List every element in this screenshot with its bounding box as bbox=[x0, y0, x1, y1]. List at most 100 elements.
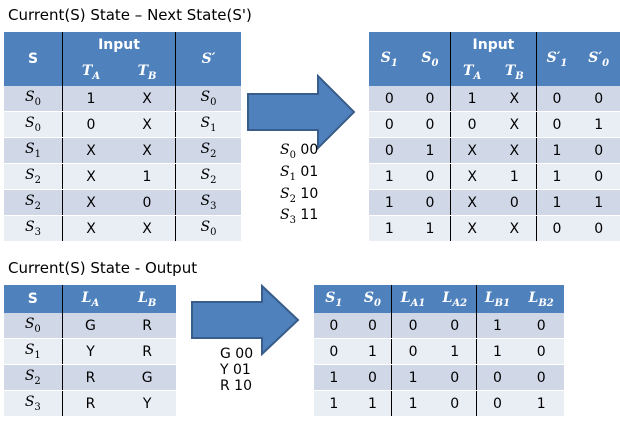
cell-lb1: 0 bbox=[475, 364, 519, 391]
header-tb: TB bbox=[492, 58, 537, 86]
cell-s1-next: 0 bbox=[535, 86, 578, 112]
cell-lb1: 0 bbox=[475, 390, 519, 417]
cell-la1: 1 bbox=[391, 390, 434, 417]
header-s1-next: S′1 bbox=[535, 32, 578, 86]
cell-s0: 1 bbox=[353, 390, 392, 417]
cell-s0: 1 bbox=[353, 338, 392, 365]
cell-s1: 0 bbox=[369, 111, 410, 138]
cell-s1-next: 0 bbox=[535, 111, 578, 138]
cell-lb1: 1 bbox=[475, 313, 519, 339]
section1-title: Current(S) State – Next State(S') bbox=[8, 6, 252, 24]
cell-lb: Y bbox=[118, 390, 176, 417]
cell-tb: X bbox=[492, 137, 537, 164]
cell-s1: 1 bbox=[314, 390, 354, 417]
header-lb1: LB1 bbox=[475, 285, 519, 313]
cell-current-state: S1 bbox=[4, 137, 63, 164]
encoding-row: S1 01 bbox=[280, 163, 319, 183]
header-s0: S0 bbox=[409, 32, 451, 86]
cell-la1: 0 bbox=[391, 338, 434, 365]
header-s0-next: S′0 bbox=[577, 32, 620, 86]
cell-s1: 0 bbox=[369, 137, 410, 164]
header-ta: TA bbox=[62, 58, 119, 86]
cell-ta: X bbox=[450, 215, 493, 242]
cell-lb: R bbox=[118, 338, 176, 365]
cell-lb2: 0 bbox=[518, 338, 564, 365]
header-input: Input bbox=[62, 32, 176, 58]
header-tb: TB bbox=[119, 58, 176, 86]
cell-s0-next: 0 bbox=[577, 137, 620, 164]
cell-next-state: S3 bbox=[175, 189, 241, 216]
cell-s1: 0 bbox=[314, 338, 354, 365]
header-la1: LA1 bbox=[391, 285, 434, 313]
cell-s1-next: 1 bbox=[535, 189, 578, 216]
cell-lb2: 0 bbox=[518, 313, 564, 339]
cell-la2: 0 bbox=[433, 364, 477, 391]
cell-tb: X bbox=[492, 86, 537, 112]
cell-tb: X bbox=[119, 137, 176, 164]
right-arrow-icon bbox=[247, 73, 356, 151]
cell-la2: 1 bbox=[433, 338, 477, 365]
cell-next-state: S2 bbox=[175, 163, 241, 190]
cell-current-state: S0 bbox=[4, 111, 63, 138]
cell-la: G bbox=[61, 313, 119, 339]
cell-current-state: S2 bbox=[4, 189, 63, 216]
cell-s0: 0 bbox=[353, 313, 392, 339]
cell-s0-next: 1 bbox=[577, 189, 620, 216]
cell-tb: 0 bbox=[492, 189, 537, 216]
cell-s0-next: 1 bbox=[577, 111, 620, 138]
cell-current-state: S0 bbox=[4, 86, 63, 112]
cell-ta: X bbox=[450, 189, 493, 216]
cell-lb2: 1 bbox=[518, 390, 564, 417]
cell-s1-next: 1 bbox=[535, 137, 578, 164]
cell-la1: 1 bbox=[391, 364, 434, 391]
cell-s1: 0 bbox=[314, 313, 354, 339]
encoding-row: S3 11 bbox=[280, 207, 319, 227]
cell-tb: 0 bbox=[119, 189, 176, 216]
cell-state: S0 bbox=[4, 313, 63, 339]
cell-state: S1 bbox=[4, 338, 63, 365]
cell-ta: 0 bbox=[450, 111, 493, 138]
header-s1: S1 bbox=[314, 285, 354, 313]
cell-current-state: S2 bbox=[4, 163, 63, 190]
cell-s0: 1 bbox=[409, 215, 451, 242]
cell-s1: 1 bbox=[314, 364, 354, 391]
encoding-row: G 00 bbox=[220, 346, 254, 362]
cell-s0: 0 bbox=[409, 86, 451, 112]
cell-ta: 0 bbox=[62, 111, 119, 138]
cell-s0: 0 bbox=[409, 189, 451, 216]
header-lb: LB bbox=[118, 285, 176, 313]
cell-ta: X bbox=[62, 189, 119, 216]
encoding-row: S2 10 bbox=[280, 185, 319, 205]
cell-tb: X bbox=[119, 215, 176, 242]
header-s1: S1 bbox=[369, 32, 410, 86]
cell-tb: X bbox=[119, 86, 176, 112]
cell-s0: 0 bbox=[409, 163, 451, 190]
cell-next-state: S0 bbox=[175, 215, 241, 242]
cell-tb: X bbox=[119, 111, 176, 138]
header-input: Input bbox=[450, 32, 537, 58]
cell-ta: X bbox=[62, 137, 119, 164]
cell-ta: 1 bbox=[450, 86, 493, 112]
cell-tb: 1 bbox=[492, 163, 537, 190]
header-s0: S0 bbox=[353, 285, 392, 313]
cell-s0: 0 bbox=[409, 111, 451, 138]
header-la2: LA2 bbox=[433, 285, 477, 313]
cell-tb: X bbox=[492, 215, 537, 242]
cell-la1: 0 bbox=[391, 313, 434, 339]
header-s: S bbox=[4, 32, 63, 86]
